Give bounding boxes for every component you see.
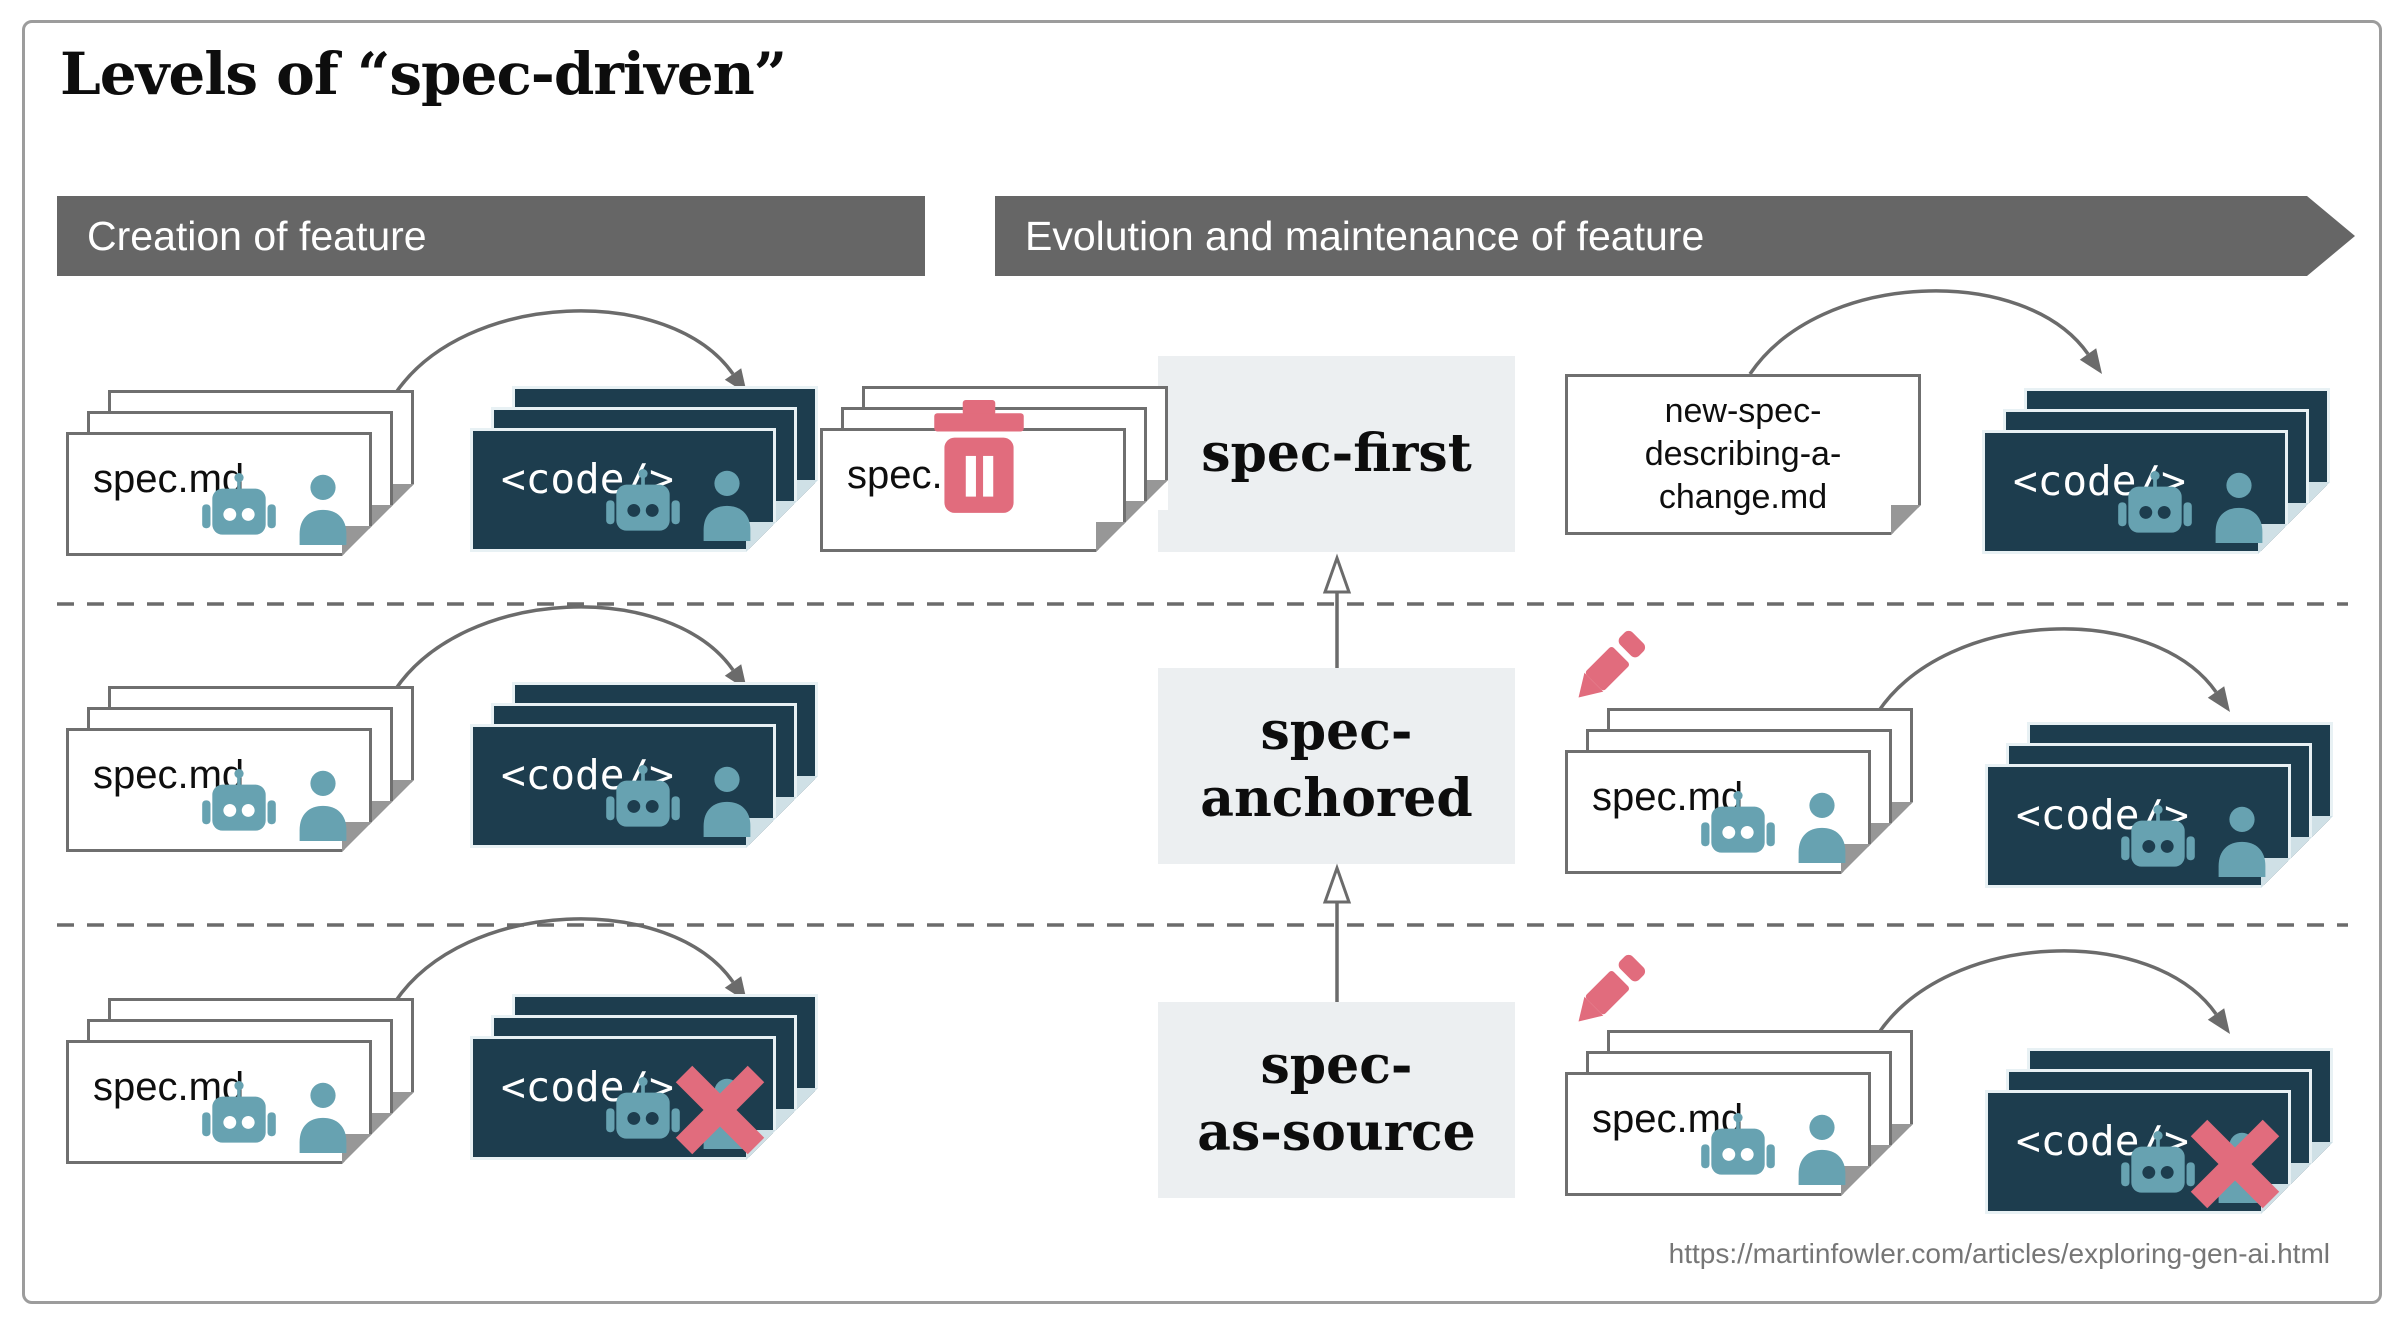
person-icon xyxy=(699,469,755,541)
pencil-icon xyxy=(1558,942,1658,1042)
code-card: <code/> xyxy=(470,724,776,848)
authors xyxy=(597,467,755,541)
robot-icon xyxy=(2109,469,2201,543)
flow-arrow xyxy=(1868,922,2243,1052)
robot-icon xyxy=(193,767,285,841)
level-label: as-source xyxy=(1197,1102,1476,1163)
new-spec-card: new-spec- describing-a- change.md xyxy=(1565,374,1921,535)
authors xyxy=(1692,789,1850,863)
code-card: <code/> xyxy=(470,428,776,552)
x-icon xyxy=(667,1057,773,1163)
trash-icon xyxy=(928,400,1030,520)
row-divider xyxy=(57,602,2348,606)
level-box-spec-first: spec-first xyxy=(1158,356,1515,552)
person-icon xyxy=(295,1081,351,1153)
authors xyxy=(193,767,351,841)
banner-evolution-label: Evolution and maintenance of feature xyxy=(1025,212,1705,259)
authors xyxy=(597,763,755,837)
spec-md-stack: spec.md xyxy=(1565,1030,1913,1196)
code-card: <code/> xyxy=(470,1036,776,1160)
level-up-arrow xyxy=(1322,553,1352,668)
robot-icon xyxy=(1692,789,1784,863)
spec-md-stack: spec.md xyxy=(1565,708,1913,874)
code-stack-no-human: <code/> xyxy=(470,994,818,1160)
level-box-spec-as-source: spec- as-source xyxy=(1158,1002,1515,1198)
level-label: spec- xyxy=(1260,1035,1413,1097)
spec-md-card: spec.md xyxy=(1565,1072,1871,1196)
level-label: anchored xyxy=(1200,768,1473,829)
level-up-arrow xyxy=(1322,863,1352,1002)
code-stack: <code/> xyxy=(1982,388,2330,554)
spec-md-stack: spec.md xyxy=(66,998,414,1164)
code-stack: <code/> xyxy=(470,682,818,848)
authors xyxy=(2112,803,2270,877)
pencil-icon xyxy=(1558,618,1658,718)
banner-creation: Creation of feature xyxy=(57,196,925,276)
spec-md-stack-deleted: spec.md xyxy=(820,386,1168,552)
new-spec-label: new-spec- describing-a- change.md xyxy=(1644,392,1842,516)
robot-icon xyxy=(2112,803,2204,877)
code-stack: <code/> xyxy=(470,386,818,552)
person-icon xyxy=(295,473,351,545)
authors xyxy=(1692,1111,1850,1185)
person-icon xyxy=(2214,805,2270,877)
level-box-spec-anchored: spec- anchored xyxy=(1158,668,1515,864)
authors xyxy=(2109,469,2267,543)
robot-icon xyxy=(193,471,285,545)
banner-evolution: Evolution and maintenance of feature xyxy=(995,196,2355,276)
robot-icon xyxy=(597,467,689,541)
x-icon xyxy=(2182,1111,2288,1217)
spec-md-stack: spec.md xyxy=(66,686,414,852)
flow-arrow xyxy=(1740,262,2115,392)
level-label: spec-first xyxy=(1201,422,1472,484)
code-stack: <code/> xyxy=(1985,722,2333,888)
spec-md-card: spec.md xyxy=(66,1040,372,1164)
spec-md-card: spec.md xyxy=(66,432,372,556)
banner-creation-label: Creation of feature xyxy=(87,212,427,259)
flow-arrow xyxy=(1868,600,2243,730)
person-icon xyxy=(1794,791,1850,863)
code-stack-no-human: <code/> xyxy=(1985,1048,2333,1214)
person-icon xyxy=(699,765,755,837)
code-card: <code/> xyxy=(1985,1090,2291,1214)
robot-icon xyxy=(597,763,689,837)
code-card: <code/> xyxy=(1985,764,2291,888)
source-url: https://martinfowler.com/articles/explor… xyxy=(1668,1238,2330,1269)
outer-frame xyxy=(22,20,2382,1304)
robot-icon xyxy=(1692,1111,1784,1185)
spec-md-card: spec.md xyxy=(1565,750,1871,874)
code-card: <code/> xyxy=(1982,430,2288,554)
spec-md-stack: spec.md xyxy=(66,390,414,556)
person-icon xyxy=(2211,471,2267,543)
authors xyxy=(193,471,351,545)
authors xyxy=(193,1079,351,1153)
level-label: spec- xyxy=(1260,701,1413,763)
spec-md-card: spec.md xyxy=(66,728,372,852)
robot-icon xyxy=(193,1079,285,1153)
person-icon xyxy=(1794,1113,1850,1185)
person-icon xyxy=(295,769,351,841)
page-title: Levels of “spec-driven” xyxy=(60,40,787,108)
row-divider xyxy=(57,923,2348,927)
